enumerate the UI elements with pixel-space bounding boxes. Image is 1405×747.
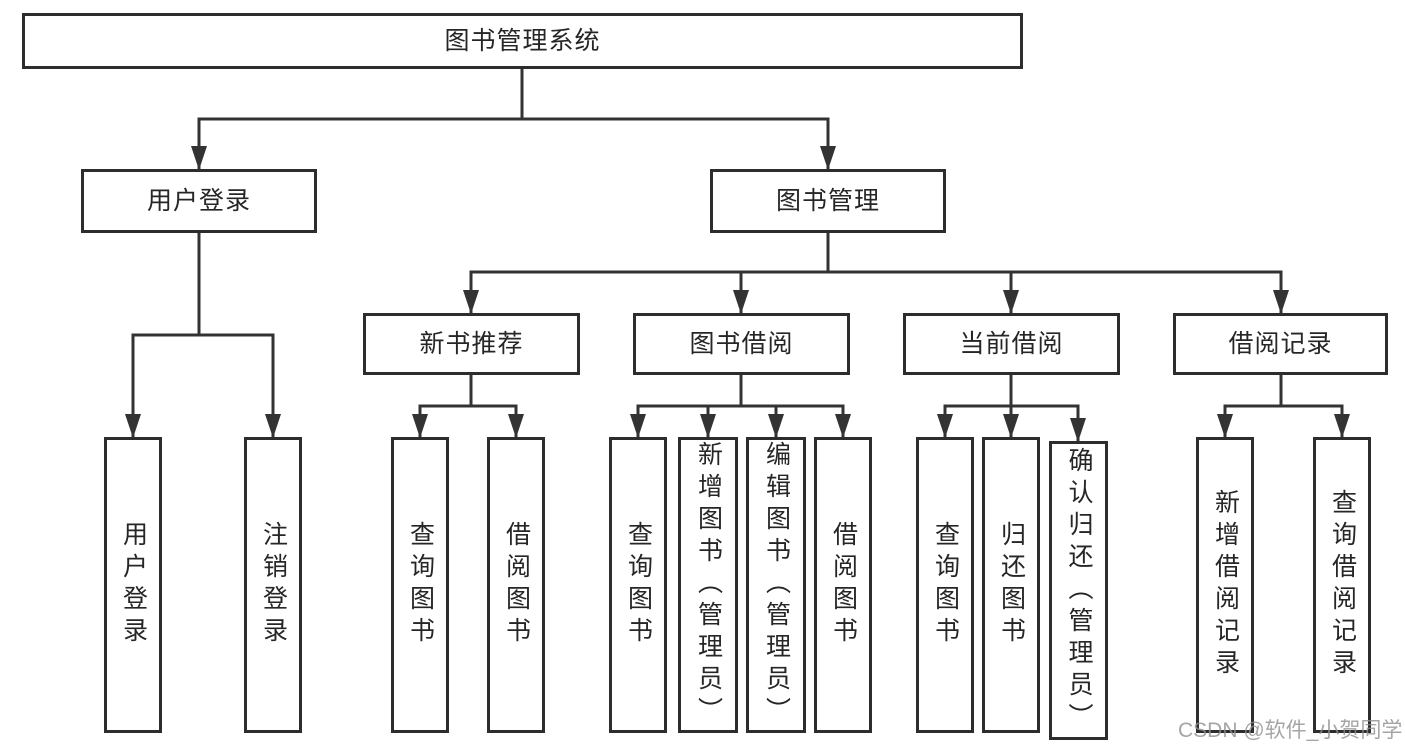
node-borrow-books-2: 借阅图书 bbox=[814, 437, 872, 733]
node-user-login-leaf: 用户登录 bbox=[104, 437, 162, 733]
node-current-borrow: 当前借阅 bbox=[903, 313, 1120, 375]
node-query-books-3: 查询图书 bbox=[916, 437, 974, 733]
node-borrow-books-1: 借阅图书 bbox=[487, 437, 545, 733]
node-query-books-1: 查询图书 bbox=[391, 437, 449, 733]
node-system-root: 图书管理系统 bbox=[22, 13, 1023, 69]
node-query-borrow-record: 查询借阅记录 bbox=[1313, 437, 1371, 733]
csdn-watermark: CSDN @软件_小贺同学 bbox=[1178, 719, 1403, 742]
node-borrow-records: 借阅记录 bbox=[1173, 313, 1388, 375]
node-user-login-module: 用户登录 bbox=[81, 169, 317, 233]
connector-arrows bbox=[125, 119, 1350, 442]
node-edit-book-admin: 编辑图书（管理员） bbox=[746, 437, 806, 733]
node-new-book-recommend: 新书推荐 bbox=[363, 313, 580, 375]
node-add-borrow-record: 新增借阅记录 bbox=[1196, 437, 1254, 733]
node-add-book-admin: 新增图书（管理员） bbox=[678, 437, 738, 733]
node-book-borrow: 图书借阅 bbox=[633, 313, 850, 375]
node-logout-leaf: 注销登录 bbox=[244, 437, 302, 733]
node-return-book: 归还图书 bbox=[982, 437, 1040, 733]
node-confirm-return-admin: 确认归还（管理员） bbox=[1049, 441, 1108, 740]
node-book-management-module: 图书管理 bbox=[710, 169, 946, 233]
node-query-books-2: 查询图书 bbox=[609, 437, 667, 733]
